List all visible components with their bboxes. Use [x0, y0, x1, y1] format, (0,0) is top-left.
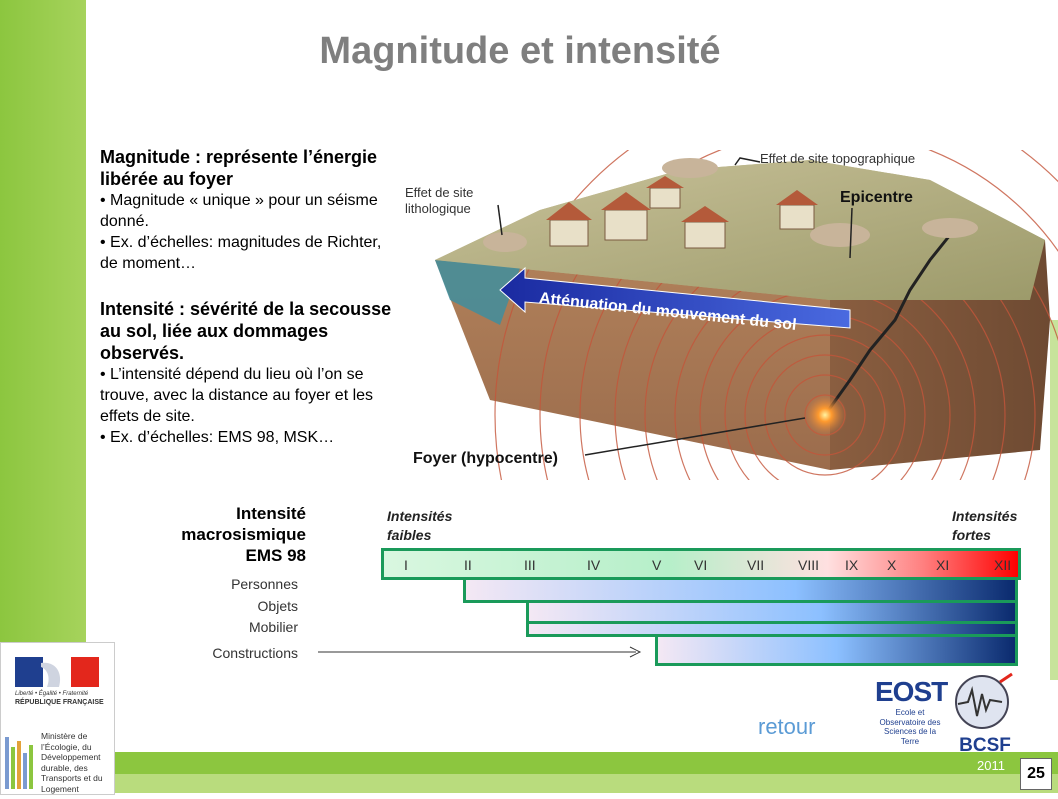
- magnitude-heading: Magnitude : représente l’énergie libérée…: [100, 147, 378, 189]
- numeral-5: V: [652, 557, 662, 573]
- label-foyer: Foyer (hypocentre): [413, 450, 558, 467]
- magnitude-bullet-1: • Magnitude « unique » pour un séisme do…: [100, 192, 378, 230]
- numeral-4: IV: [587, 557, 601, 573]
- eost-logo: EOST Ecole et Observatoire des Sciences …: [875, 676, 948, 746]
- row-label-mobilier: Mobilier: [248, 619, 298, 635]
- ministry-logo: Liberté • Égalité • Fraternité RÉPUBLIQU…: [0, 642, 115, 795]
- row-label-constructions: Constructions: [212, 645, 298, 661]
- row-label-personnes: Personnes: [231, 576, 298, 592]
- magnitude-text-block: Magnitude : représente l’énergie libérée…: [100, 146, 400, 274]
- numeral-10: X: [887, 557, 897, 573]
- footer-bar: [0, 752, 1058, 774]
- numeral-2: II: [464, 557, 472, 573]
- intensite-bullet-1: • L’intensité dépend du lieu où l’on se …: [100, 366, 374, 425]
- label-site-lithologique: Effet de site lithologique: [405, 185, 474, 216]
- scale-high-label: Intensités fortes: [952, 508, 1018, 543]
- footer-bar-light: [0, 774, 1058, 793]
- numeral-12: XII: [994, 557, 1012, 573]
- label-site-topographique: Effet de site topographique: [760, 151, 916, 166]
- scale-low-label: Intensités faibles: [387, 508, 453, 543]
- earthquake-block-diagram: [435, 150, 1058, 480]
- intensity-scale-bar: I II III IV V VI VII VIII IX X XI XII: [381, 548, 1021, 580]
- page-number: 25: [1020, 758, 1052, 790]
- scale-title: Intensité macrosismique EMS 98: [181, 504, 306, 565]
- left-band-curve: [86, 0, 110, 650]
- numeral-7: VII: [747, 557, 765, 573]
- seismograph-globe-icon: [955, 672, 1013, 729]
- left-green-band: [0, 0, 86, 650]
- houses: [546, 176, 818, 249]
- bcsf-logo: BCSF: [950, 672, 1020, 756]
- marianne-icon: [5, 657, 99, 789]
- eost-subtitle: Ecole et Observatoire des Sciences de la…: [879, 708, 941, 746]
- ministry-name: Ministère de l’Écologie, du Développemen…: [41, 731, 103, 794]
- page-title: Magnitude et intensité: [319, 30, 721, 72]
- numeral-8: VIII: [798, 557, 820, 573]
- magnitude-bullet-2: • Ex. d’échelles: magnitudes de Richter,…: [100, 234, 382, 272]
- retour-link[interactable]: retour: [758, 714, 816, 739]
- year-label: 2011: [977, 758, 1005, 773]
- numeral-1: I: [404, 557, 408, 573]
- intensite-text-block: Intensité : sévérité de la secousse au s…: [100, 298, 400, 448]
- intensite-bullet-2: • Ex. d’échelles: EMS 98, MSK…: [100, 429, 335, 446]
- bar-objets: [526, 600, 1018, 624]
- intensite-heading: Intensité : sévérité de la secousse au s…: [100, 299, 392, 363]
- eost-wordmark: EOST: [875, 676, 948, 707]
- bar-constructions: [655, 634, 1018, 666]
- republic-label: RÉPUBLIQUE FRANÇAISE: [15, 699, 104, 706]
- bcsf-wordmark: BCSF: [959, 735, 1011, 756]
- republic-motto: Liberté • Égalité • Fraternité: [15, 691, 89, 697]
- right-green-stripe: [1050, 320, 1058, 680]
- numeral-3: III: [524, 557, 536, 573]
- numeral-9: IX: [845, 557, 859, 573]
- label-epicentre: Epicentre: [840, 189, 913, 206]
- numeral-11: XI: [936, 557, 950, 573]
- numeral-6: VI: [694, 557, 708, 573]
- row-label-objets: Objets: [257, 598, 298, 614]
- constructions-arrow: [318, 646, 642, 658]
